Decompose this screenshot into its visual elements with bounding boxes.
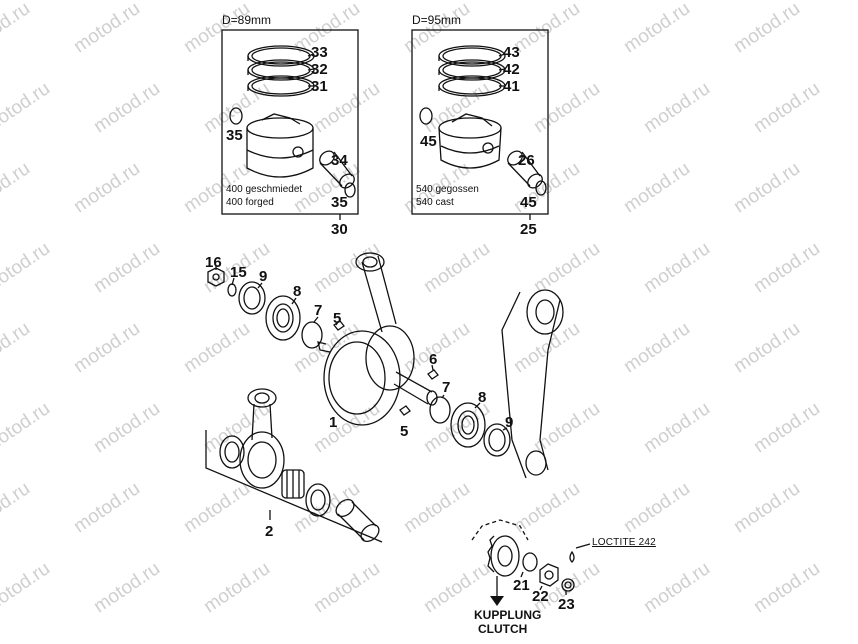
callout-5-top: 5	[333, 310, 342, 327]
primary-gear-icon	[471, 519, 529, 577]
callout-45-bottom: 45	[520, 194, 537, 211]
callout-31: 31	[311, 78, 328, 95]
connecting-rod-kit-icon	[205, 388, 383, 543]
callout-23: 23	[558, 596, 575, 613]
callout-5-bottom: 5	[400, 423, 409, 440]
piston-95-variant-de: 540 gegossen	[416, 184, 479, 195]
clutch-label-de: KUPPLUNG	[474, 608, 542, 622]
loctite-drop-icon	[569, 550, 575, 563]
shim-7-right-icon	[429, 396, 451, 424]
circlip-89-bottom-icon	[344, 182, 356, 198]
callout-35-top: 35	[226, 127, 243, 144]
callout-7-right: 7	[442, 379, 451, 396]
piston-pin-89-icon	[319, 150, 355, 189]
piston-95-icon	[438, 113, 502, 169]
callout-43: 43	[503, 44, 520, 61]
piston-kit-95-frame	[411, 29, 549, 215]
piston-ring-set-95-icon	[438, 45, 506, 97]
circlip-89-top-icon	[229, 107, 243, 125]
piston-kit-89-frame	[221, 29, 359, 215]
washer-21-icon	[522, 552, 538, 572]
bearing-8-left-icon	[265, 295, 301, 341]
callout-2: 2	[265, 523, 274, 540]
nut-22-icon	[539, 563, 559, 587]
piston-89-icon	[246, 113, 314, 178]
bearing-8-right-icon	[450, 402, 486, 448]
circlip-95-bottom-icon	[535, 180, 547, 196]
callout-25: 25	[520, 221, 537, 238]
seal-9-right-icon	[483, 423, 511, 457]
piston-95-variant-en: 540 cast	[416, 197, 454, 208]
callout-45-top: 45	[420, 133, 437, 150]
key-5-bottom-icon	[399, 405, 411, 416]
piston-ring-set-89-icon	[247, 45, 315, 97]
callout-9-right: 9	[505, 414, 514, 431]
callout-26: 26	[518, 152, 535, 169]
callout-9-left: 9	[259, 268, 268, 285]
callout-15: 15	[230, 264, 247, 281]
shim-7-left-icon	[301, 321, 323, 349]
key-6-icon	[427, 369, 439, 380]
timing-chain-icon	[501, 289, 564, 479]
callout-42: 42	[503, 61, 520, 78]
seal-9-left-icon	[238, 281, 266, 315]
callout-6: 6	[429, 351, 438, 368]
callout-33: 33	[311, 44, 328, 61]
piston-kit-89-dimension: D=89mm	[222, 13, 272, 27]
piston-pin-95-icon	[507, 150, 543, 189]
washer-15-icon	[227, 283, 237, 297]
callout-22: 22	[532, 588, 549, 605]
callout-35-bottom: 35	[331, 194, 348, 211]
piston-89-variant-en: 400 forged	[226, 197, 274, 208]
callout-8-right: 8	[478, 389, 487, 406]
circlip-95-top-icon	[419, 107, 433, 125]
clutch-label-en: CLUTCH	[478, 622, 528, 636]
clutch-arrow-icon	[490, 596, 504, 606]
crankshaft-icon	[317, 252, 438, 426]
callout-7-left: 7	[314, 302, 323, 319]
callout-21: 21	[513, 577, 530, 594]
piston-kit-95-dimension: D=95mm	[412, 13, 462, 27]
loctite-note: LOCTITE 242	[592, 537, 656, 548]
callout-16: 16	[205, 254, 222, 271]
callout-32: 32	[311, 61, 328, 78]
callout-30: 30	[331, 221, 348, 238]
piston-89-variant-de: 400 geschmiedet	[226, 184, 303, 195]
callout-34: 34	[331, 152, 348, 169]
washer-23-icon	[561, 578, 575, 592]
callout-1: 1	[329, 414, 338, 431]
callout-41: 41	[503, 78, 520, 95]
callout-8-left: 8	[293, 283, 302, 300]
